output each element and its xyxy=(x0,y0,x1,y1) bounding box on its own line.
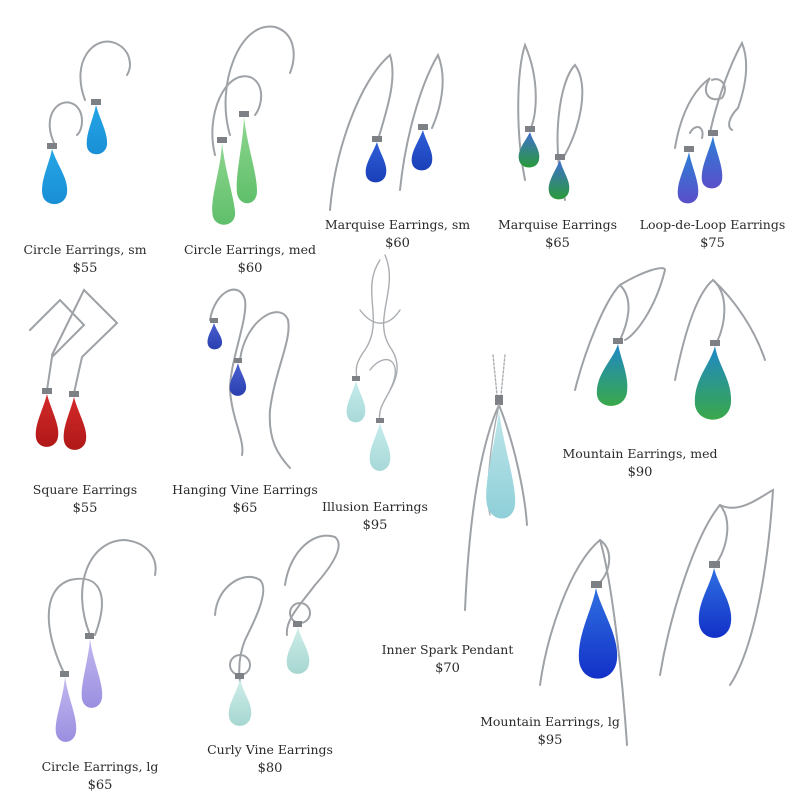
product-name: Mountain Earrings, med xyxy=(562,446,718,461)
product-caption: Inner Spark Pendant $70 xyxy=(365,640,530,678)
product-photo[interactable] xyxy=(200,280,310,470)
glass-drop xyxy=(701,136,723,189)
product-caption: Mountain Earrings, lg $95 xyxy=(465,712,635,750)
glass-drop xyxy=(346,381,366,423)
product-photo[interactable] xyxy=(535,485,780,746)
product-price: $60 xyxy=(385,236,410,251)
glass-drop xyxy=(55,677,77,742)
product-caption: Circle Earrings, sm $55 xyxy=(5,240,165,278)
product-photo[interactable] xyxy=(650,38,760,208)
product-caption: Marquise Earrings $65 xyxy=(485,215,630,253)
product-name: Loop-de-Loop Earrings xyxy=(639,217,786,232)
glass-drop xyxy=(81,639,103,708)
glass-drop xyxy=(228,679,252,726)
product-caption: Circle Earrings, lg $65 xyxy=(15,757,185,795)
product-photo[interactable] xyxy=(22,285,132,455)
product-photo[interactable] xyxy=(505,40,610,210)
glass-drop xyxy=(694,346,732,420)
product-price: $80 xyxy=(257,761,283,776)
product-price: $65 xyxy=(232,501,258,516)
glass-drop xyxy=(596,344,628,406)
product-caption: Circle Earrings, med $60 xyxy=(170,240,330,278)
glass-drop xyxy=(236,117,257,204)
product-photo[interactable] xyxy=(15,35,145,225)
product-price: $65 xyxy=(545,236,570,251)
product-price: $95 xyxy=(362,518,388,533)
product-photo[interactable] xyxy=(205,525,350,735)
glass-drop xyxy=(698,568,732,638)
glass-drop xyxy=(286,627,310,674)
product-name: Hanging Vine Earrings xyxy=(172,482,318,497)
product-caption: Hanging Vine Earrings $65 xyxy=(160,480,330,518)
product-name: Circle Earrings, sm xyxy=(23,242,147,257)
product-name: Illusion Earrings xyxy=(322,499,428,514)
glass-drop xyxy=(578,588,618,679)
product-photo[interactable] xyxy=(330,250,440,485)
product-photo[interactable] xyxy=(185,15,315,230)
product-price: $90 xyxy=(627,465,653,480)
glass-drop xyxy=(486,410,516,519)
product-photo[interactable] xyxy=(320,40,470,211)
product-name: Inner Spark Pendant xyxy=(381,642,514,657)
product-price: $55 xyxy=(72,261,98,276)
product-name: Curly Vine Earrings xyxy=(207,742,333,757)
glass-drop xyxy=(677,152,699,204)
glass-drop xyxy=(42,149,68,205)
product-caption: Marquise Earrings, sm $60 xyxy=(315,215,480,253)
product-name: Square Earrings xyxy=(32,482,138,497)
product-price: $55 xyxy=(72,501,98,516)
glass-drop xyxy=(212,143,236,225)
glass-drop xyxy=(63,397,87,450)
glass-drop xyxy=(229,363,247,396)
product-caption: Curly Vine Earrings $80 xyxy=(185,740,355,778)
product-photo[interactable] xyxy=(455,354,545,615)
product-photo[interactable] xyxy=(30,535,160,750)
product-name: Marquise Earrings xyxy=(497,217,618,232)
glass-drop xyxy=(411,130,433,171)
glass-drop xyxy=(369,423,391,471)
product-price: $70 xyxy=(435,661,460,676)
product-price: $75 xyxy=(700,236,725,251)
glass-drop xyxy=(86,105,108,155)
product-price: $95 xyxy=(537,733,563,748)
glass-drop xyxy=(207,323,223,350)
glass-drop xyxy=(365,142,387,183)
product-caption: Illusion Earrings $95 xyxy=(300,497,450,535)
product-caption: Square Earrings $55 xyxy=(5,480,165,518)
glass-drop xyxy=(518,132,540,168)
glass-drop xyxy=(35,394,59,447)
product-name: Mountain Earrings, lg xyxy=(480,714,620,729)
product-caption: Mountain Earrings, med $90 xyxy=(555,444,725,482)
product-price: $60 xyxy=(237,261,263,276)
product-photo[interactable] xyxy=(565,260,770,435)
product-price: $65 xyxy=(87,778,113,793)
product-name: Marquise Earrings, sm xyxy=(324,217,471,232)
product-name: Circle Earrings, med xyxy=(183,242,317,257)
product-name: Circle Earrings, lg xyxy=(41,759,159,774)
glass-drop xyxy=(548,160,570,200)
product-caption: Loop-de-Loop Earrings $75 xyxy=(625,215,800,253)
